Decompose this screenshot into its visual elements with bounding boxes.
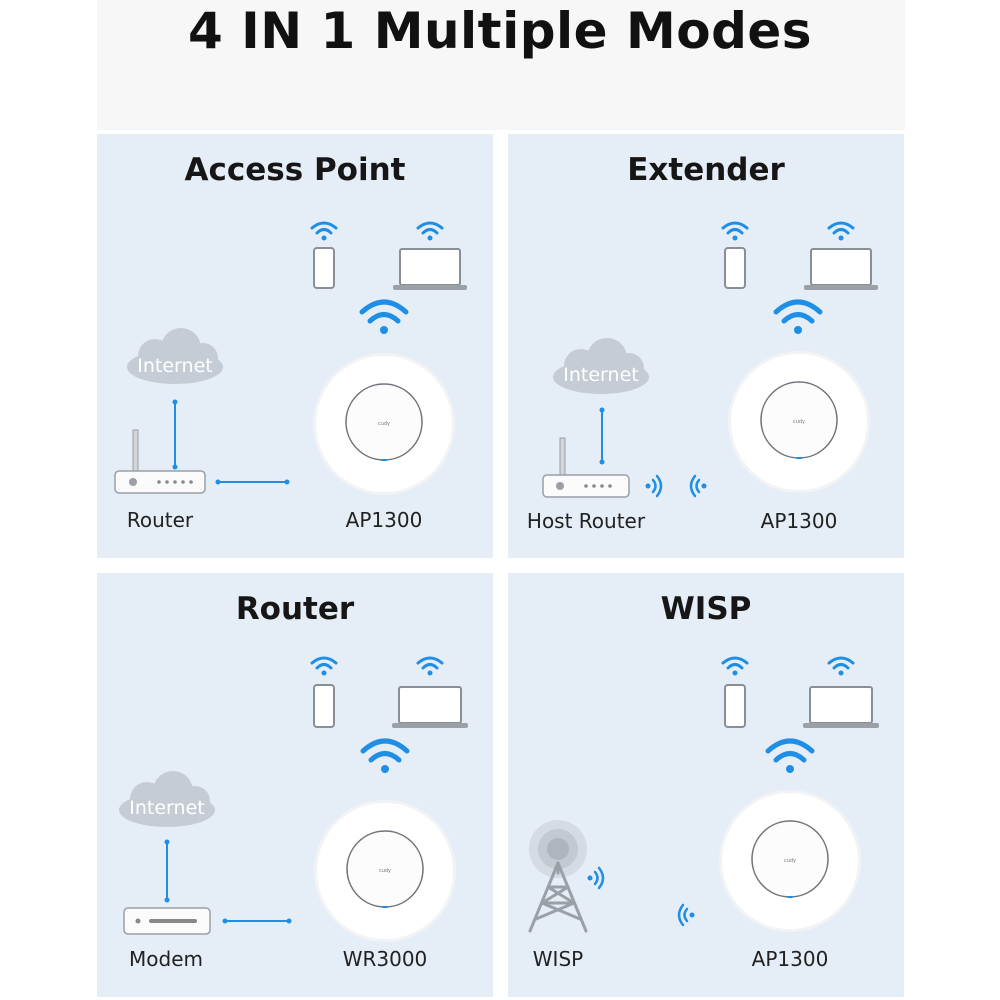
cloud-icon xyxy=(127,328,223,384)
wifi-icon xyxy=(827,656,855,676)
phone-icon xyxy=(724,247,746,289)
svg-text:cudy: cudy xyxy=(378,421,390,427)
header-band xyxy=(97,0,905,130)
ceiling-ap-icon: cudy xyxy=(313,353,455,495)
panel-title: WISP xyxy=(660,591,752,627)
left-device-label: WISP xyxy=(532,947,584,971)
wifi-icon xyxy=(773,299,823,334)
cloud-icon xyxy=(553,338,649,394)
modem-icon xyxy=(123,907,211,935)
signal-waves-icon xyxy=(587,866,605,890)
right-device-label: AP1300 xyxy=(751,947,829,971)
wifi-icon xyxy=(827,221,855,241)
ceiling-ap-icon: cudy xyxy=(728,351,870,493)
laptop-icon xyxy=(393,248,467,290)
wifi-icon xyxy=(360,738,410,773)
router-icon xyxy=(542,437,630,498)
panel-art: cudy xyxy=(114,221,467,495)
phone-icon xyxy=(313,247,335,289)
signal-waves-icon xyxy=(677,903,695,927)
cloud-label: Internet xyxy=(129,797,205,819)
svg-text:cudy: cudy xyxy=(784,858,796,864)
wifi-icon xyxy=(721,221,749,241)
svg-text:cudy: cudy xyxy=(379,868,391,874)
laptop-icon xyxy=(804,248,878,290)
panel-art: cudy xyxy=(119,656,468,942)
panel-access-point: cudy Access Point Internet Router AP1300 xyxy=(97,134,493,558)
ceiling-ap-icon: cudy xyxy=(314,800,456,942)
wifi-icon xyxy=(359,299,409,334)
svg-text:cudy: cudy xyxy=(793,419,805,425)
left-device-label: Host Router xyxy=(526,509,646,533)
cloud-label: Internet xyxy=(137,355,213,377)
left-device-label: Modem xyxy=(129,947,203,971)
wifi-icon xyxy=(416,221,444,241)
panel-art: cudy xyxy=(528,656,879,933)
phone-icon xyxy=(313,684,335,728)
laptop-icon xyxy=(392,686,468,728)
wifi-icon xyxy=(310,656,338,676)
panel-title: Router xyxy=(235,591,355,627)
panel-title: Access Point xyxy=(184,152,406,188)
right-device-label: AP1300 xyxy=(760,509,838,533)
signal-waves-icon xyxy=(645,474,663,498)
panel-title: Extender xyxy=(627,152,785,188)
right-device-label: WR3000 xyxy=(342,947,428,971)
laptop-icon xyxy=(803,686,879,728)
panel-extender: cudy Extender Internet Host Router AP130… xyxy=(508,134,904,558)
phone-icon xyxy=(724,684,746,728)
cloud-icon xyxy=(119,771,215,827)
signal-waves-icon xyxy=(689,474,707,498)
left-device-label: Router xyxy=(126,508,194,532)
wifi-icon xyxy=(721,656,749,676)
panel-art: cudy xyxy=(542,221,878,498)
right-device-label: AP1300 xyxy=(345,508,423,532)
wifi-icon xyxy=(416,656,444,676)
panel-router: cudy Router Internet Modem WR3000 xyxy=(97,573,493,997)
panel-wisp: cudy WISP WISP AP1300 xyxy=(508,573,904,997)
wifi-icon xyxy=(310,221,338,241)
cloud-label: Internet xyxy=(563,364,639,386)
wifi-icon xyxy=(765,738,815,773)
ceiling-ap-icon: cudy xyxy=(719,790,861,932)
tower-icon xyxy=(528,820,588,933)
router-icon xyxy=(114,429,206,494)
page-title: 4 IN 1 Multiple Modes xyxy=(187,2,813,60)
